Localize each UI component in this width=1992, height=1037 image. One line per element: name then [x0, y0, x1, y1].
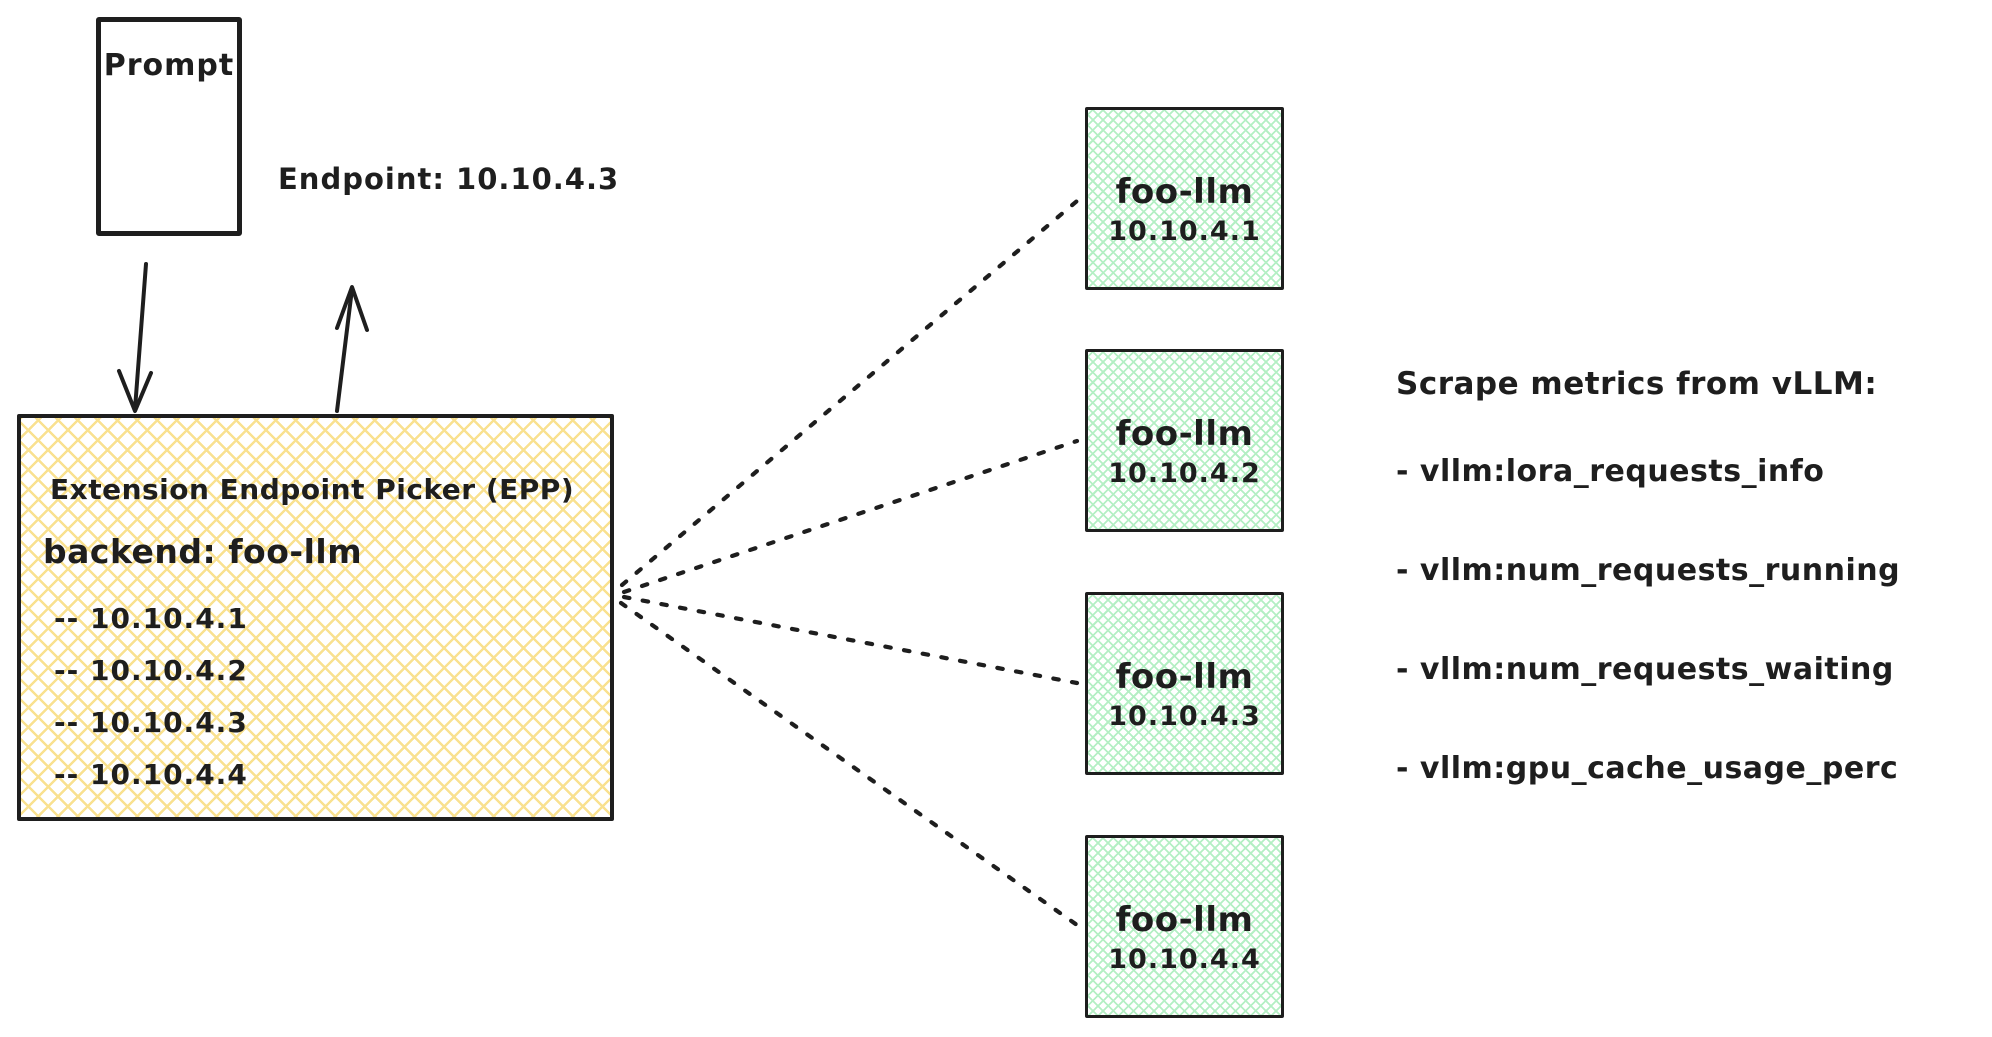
epp-backend-line: backend: foo-llm [43, 532, 363, 571]
backend-name: foo-llm [1115, 899, 1254, 940]
backend-name: foo-llm [1115, 656, 1254, 697]
epp-endpoint-list: -- 10.10.4.1 -- 10.10.4.2 -- 10.10.4.3 -… [54, 593, 248, 801]
epp-backend2-connector [621, 438, 1080, 595]
metrics-title: Scrape metrics from vLLM: [1396, 366, 1878, 402]
epp-endpoint-item: -- 10.10.4.1 [54, 602, 248, 635]
epp-to-prompt-arrow [335, 285, 369, 413]
prompt-to-epp-arrow [117, 262, 153, 413]
backend-node-4: foo-llm 10.10.4.4 [1085, 835, 1284, 1018]
prompt-node: Prompt [96, 17, 242, 236]
epp-node: Extension Endpoint Picker (EPP) backend:… [17, 414, 614, 821]
epp-title: Extension Endpoint Picker (EPP) [50, 473, 575, 506]
metrics-block: Scrape metrics from vLLM: - vllm:lora_re… [1396, 366, 1976, 850]
backend-node-2: foo-llm 10.10.4.2 [1085, 349, 1284, 532]
metric-item: - vllm:lora_requests_info [1396, 454, 1825, 489]
metric-item: - vllm:num_requests_waiting [1396, 652, 1894, 687]
backend-node-1: foo-llm 10.10.4.1 [1085, 107, 1284, 290]
prompt-label: Prompt [103, 48, 235, 83]
metric-item: - vllm:gpu_cache_usage_perc [1396, 751, 1899, 786]
backend-ip: 10.10.4.1 [1108, 215, 1261, 247]
backend-node-3: foo-llm 10.10.4.3 [1085, 592, 1284, 775]
epp-backend4-connector [618, 600, 1080, 928]
epp-endpoint-item: -- 10.10.4.4 [54, 758, 248, 791]
backend-ip: 10.10.4.4 [1108, 943, 1261, 975]
endpoint-response-label: Endpoint: 10.10.4.3 [278, 162, 620, 196]
epp-endpoint-item: -- 10.10.4.2 [54, 654, 248, 687]
backend-ip: 10.10.4.2 [1108, 457, 1261, 489]
epp-endpoint-item: -- 10.10.4.3 [54, 706, 248, 739]
backend-name: foo-llm [1115, 171, 1254, 212]
backend-name: foo-llm [1115, 413, 1254, 454]
metric-item: - vllm:num_requests_running [1396, 553, 1901, 588]
epp-backend3-connector [621, 594, 1080, 686]
backend-ip: 10.10.4.3 [1108, 700, 1261, 732]
epp-backend1-connector [619, 198, 1080, 588]
